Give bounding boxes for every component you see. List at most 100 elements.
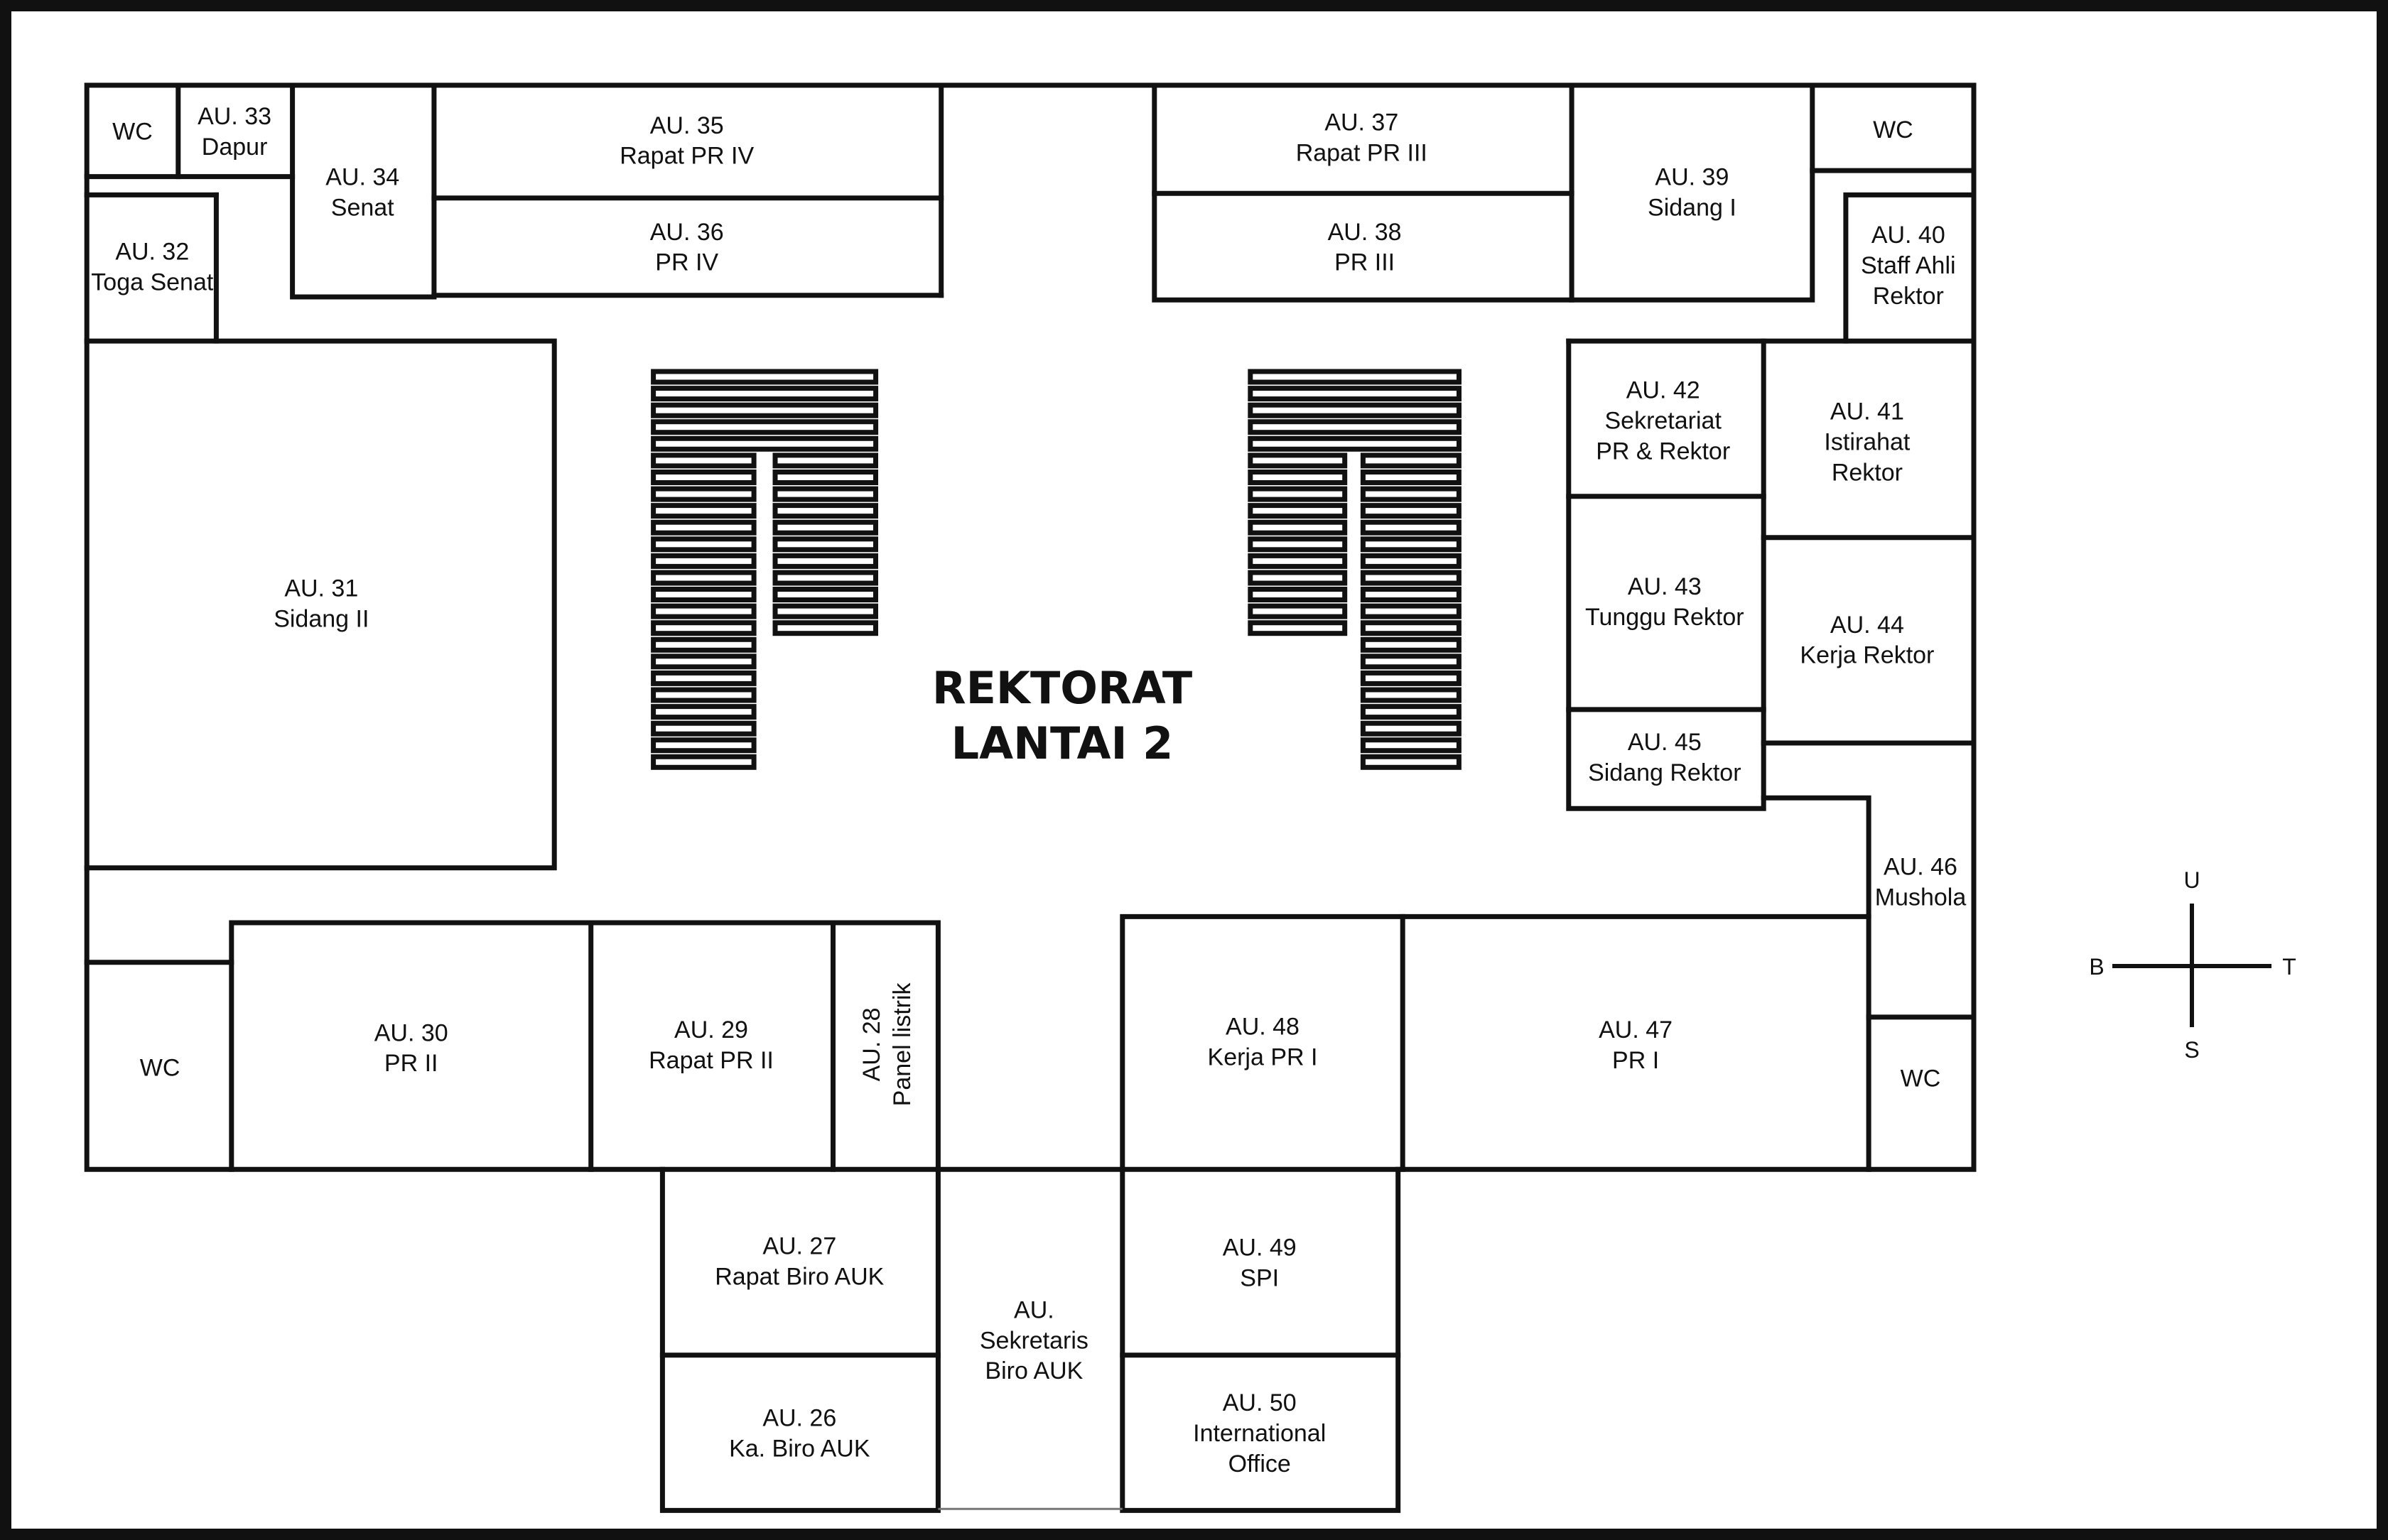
stair-step [1248, 386, 1462, 402]
wall-segment [1566, 338, 1766, 811]
stair-step [1248, 519, 1348, 536]
stair-step [651, 419, 879, 435]
stair-step [1360, 519, 1462, 536]
stair-step [1248, 503, 1348, 519]
stair-step [1360, 470, 1462, 485]
room-label-line: AU. 33 [198, 103, 271, 130]
room-label-line: Rektor [1832, 460, 1903, 487]
stair-step [651, 636, 757, 653]
stair-step [651, 402, 879, 418]
stair-step [1248, 620, 1348, 636]
stair-step [651, 519, 757, 536]
room-label-line: SPI [1240, 1264, 1279, 1291]
stair-step [651, 670, 757, 686]
stair-step [651, 435, 879, 452]
room-label-line: Kerja Rektor [1800, 642, 1934, 669]
wall-segment [290, 82, 437, 300]
room-label-line: AU. 42 [1626, 377, 1700, 404]
stair-step [651, 587, 757, 602]
room-label-line: AU. 40 [1871, 222, 1945, 249]
compass-north-label: U [2183, 867, 2200, 893]
room-label-line: PR I [1612, 1047, 1659, 1074]
room-label-line: AU. 43 [1628, 573, 1702, 600]
stair-step [1248, 536, 1348, 553]
room-label-line: AU. 35 [650, 112, 724, 139]
room-label-line: Panel listrik [889, 982, 916, 1106]
stair-step [1248, 587, 1348, 602]
stair-step [772, 620, 878, 636]
room-label-line: International [1193, 1420, 1326, 1447]
stair-step [1360, 636, 1462, 653]
wall-segment [1761, 795, 1871, 1172]
stair-step [1248, 419, 1462, 435]
stair-step [1360, 587, 1462, 602]
wall-segment [229, 920, 941, 1172]
room-label-au29: AU. 29 Rapat PR II [649, 1016, 774, 1074]
stair-step [651, 687, 757, 703]
stair-step [1360, 720, 1462, 737]
room-label-line: Rapat PR II [649, 1047, 774, 1074]
stair-step [772, 603, 878, 619]
room-label-line: AU. 44 [1830, 612, 1904, 639]
wall-segment [1120, 913, 1871, 1172]
wall-segment [1120, 1166, 1401, 1513]
stair-step [772, 553, 878, 569]
room-label-line: Sidang II [274, 605, 369, 632]
stair-step [1360, 452, 1462, 469]
stair-step [651, 603, 757, 619]
stair-step [1248, 452, 1348, 469]
room-label-line: PR IV [655, 249, 718, 276]
stair-step [772, 570, 878, 586]
stair-step [1248, 402, 1462, 418]
room-label-line: Rektor [1873, 283, 1944, 310]
stair-step [651, 720, 757, 737]
room-label-line: Ka. Biro AUK [729, 1436, 870, 1463]
stair-step [1360, 603, 1462, 619]
room-label-line: Rapat PR III [1296, 139, 1427, 166]
room-label-au38: AU. 38 PR III [1328, 219, 1402, 276]
stair-step [1248, 603, 1348, 619]
wall-segment [1843, 192, 1977, 344]
room-label-au33: AU. 33 Dapur [198, 103, 271, 161]
room-label-line: AU. 29 [674, 1016, 748, 1043]
room-label-line: Biro AUK [985, 1357, 1083, 1384]
stair-step [651, 704, 757, 720]
stair-step [772, 587, 878, 602]
stair-step [1360, 570, 1462, 586]
room-label-line: AU. 28 [858, 1007, 885, 1081]
room-label-line: Dapur [202, 134, 268, 161]
room-label-line: AU. 38 [1328, 219, 1402, 246]
room-label-au44: AU. 44 Kerja Rektor [1800, 612, 1934, 669]
stair-step [772, 470, 878, 485]
room-label-line: AU. [1014, 1296, 1054, 1323]
stair-step [651, 486, 757, 502]
room-label-line: PR II [384, 1050, 438, 1077]
room-label-line: Staff Ahli [1861, 252, 1956, 279]
room-label-line: WC [1873, 116, 1913, 143]
stair-step [772, 536, 878, 553]
room-label-line: AU. 34 [325, 164, 399, 191]
room-label-line: WC [112, 118, 153, 145]
wall-segment [84, 82, 1977, 1172]
stair-step [1248, 553, 1348, 569]
stair-step [1360, 687, 1462, 703]
stair-step [1360, 754, 1462, 770]
stair-step [651, 570, 757, 586]
stair-step [1360, 536, 1462, 553]
room-label-line: PR III [1334, 249, 1395, 276]
room-label-line: AU. 50 [1223, 1389, 1297, 1416]
